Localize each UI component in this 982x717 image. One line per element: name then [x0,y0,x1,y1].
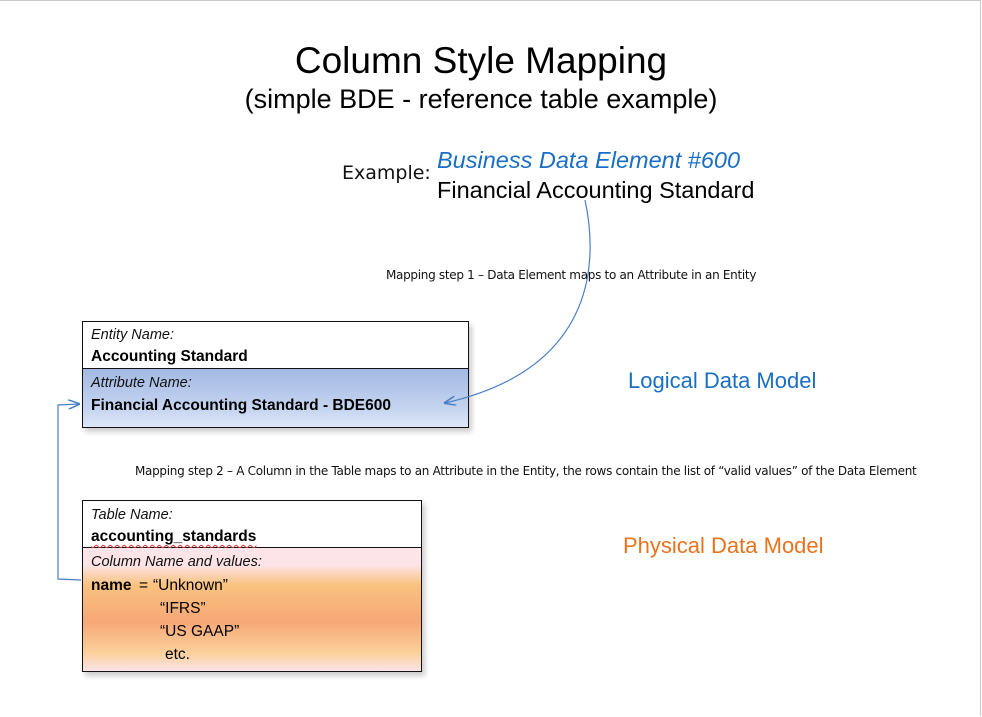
diagram-subtitle: (simple BDE - reference table example) [244,84,718,114]
mapping-step-2: Mapping step 2 – A Column in the Table m… [135,464,917,478]
column-value: “US GAAP” [160,623,240,640]
column-name-value: name [91,577,132,594]
attribute-name-value: Financial Accounting Standard - BDE600 [91,397,392,414]
column-section: Column Name and values: name = “Unknown”… [83,548,421,671]
bde-id: Business Data Element #600 [437,147,741,173]
attribute-name-label: Attribute Name: [91,375,192,391]
column-value: “Unknown” [153,577,228,594]
attribute-section: Attribute Name: Financial Accounting Sta… [83,369,468,427]
column-value: etc. [165,646,190,663]
logical-data-model-label: Logical Data Model [628,368,817,393]
table-name-label: Table Name: [91,507,173,523]
equals-sign: = [139,577,149,594]
entity-name-section: Entity Name: Accounting Standard [83,322,468,369]
step1-curved-arrow [445,199,591,403]
example-label: Example: [342,162,431,184]
table-box: Table Name: accounting_standards Column … [82,500,422,672]
table-name-section: Table Name: accounting_standards [83,501,421,548]
entity-name-value: Accounting Standard [91,348,248,365]
entity-name-label: Entity Name: [91,327,174,343]
bde-name: Financial Accounting Standard [437,177,755,203]
column-value: “IFRS” [160,600,206,617]
column-name-label: Column Name and values: [91,554,262,570]
table-name-value: accounting_standards [91,528,257,545]
entity-box: Entity Name: Accounting Standard Attribu… [82,321,469,428]
step2-elbow-arrow [57,404,82,581]
mapping-step-1: Mapping step 1 – Data Element maps to an… [386,268,757,282]
physical-data-model-label: Physical Data Model [623,533,824,558]
diagram-title: Column Style Mapping [294,40,668,81]
